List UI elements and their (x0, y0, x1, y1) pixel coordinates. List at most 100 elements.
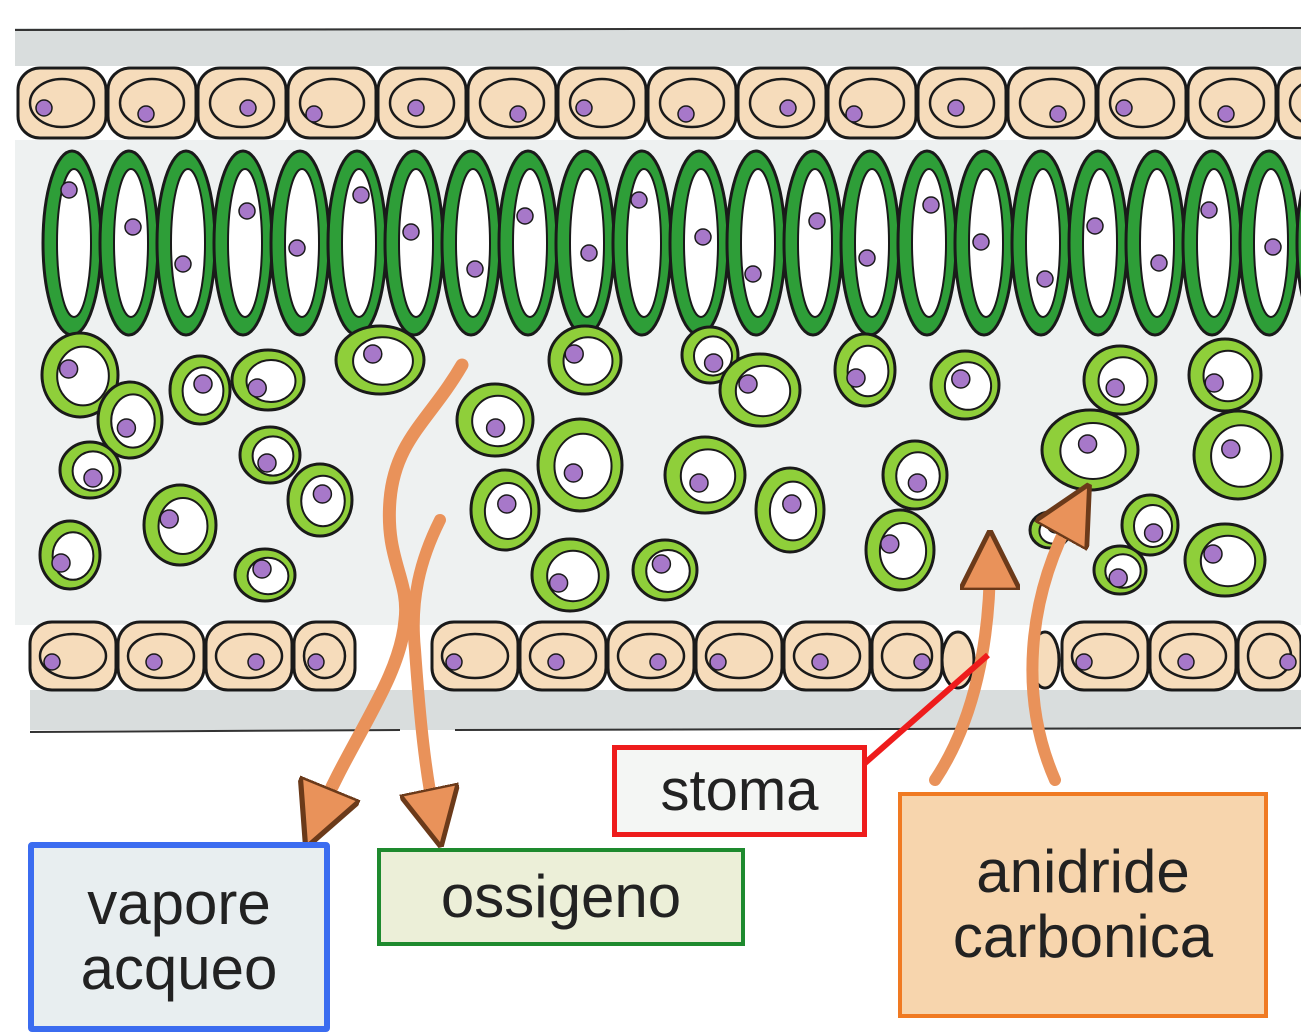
nucleus (239, 203, 255, 219)
upper-epidermis (18, 68, 1301, 138)
nucleus (125, 219, 141, 235)
nucleus (175, 256, 191, 272)
lower-epidermis-cell (206, 622, 292, 690)
nucleus (44, 654, 60, 670)
nucleus (194, 375, 212, 393)
ossigeno-label: ossigeno (377, 848, 745, 946)
nucleus (564, 464, 582, 482)
nucleus (881, 535, 899, 553)
nucleus (364, 345, 382, 363)
nucleus (948, 100, 964, 116)
nucleus (650, 654, 666, 670)
nucleus (1087, 218, 1103, 234)
nucleus (1050, 106, 1066, 122)
nucleus (313, 485, 331, 503)
nucleus (117, 419, 135, 437)
nucleus (289, 240, 305, 256)
nucleus (565, 345, 583, 363)
nucleus (52, 554, 70, 572)
nucleus (1205, 374, 1223, 392)
nucleus (1109, 569, 1127, 587)
nucleus (84, 469, 102, 487)
nucleus (1037, 271, 1053, 287)
nucleus (60, 360, 78, 378)
nucleus (61, 182, 77, 198)
nucleus (745, 266, 761, 282)
nucleus (914, 654, 930, 670)
vapore-label-line2: acqueo (81, 937, 278, 1002)
palisade-vacuole (1197, 169, 1231, 317)
nucleus (1280, 654, 1296, 670)
nucleus (446, 654, 462, 670)
spongy-vacuole (945, 362, 991, 410)
nucleus (1106, 379, 1124, 397)
nucleus (812, 654, 828, 670)
nucleus (690, 474, 708, 492)
lower-epidermis-cell (118, 622, 204, 690)
stoma-label-text: stoma (661, 760, 819, 823)
palisade-vacuole (228, 169, 262, 317)
nucleus (695, 229, 711, 245)
palisade-vacuole (855, 169, 889, 317)
lower-cuticle-edge-left (30, 730, 400, 732)
nucleus (1079, 435, 1097, 453)
palisade-vacuole (1140, 169, 1174, 317)
nucleus (353, 187, 369, 203)
lower-epidermis-cell (608, 622, 694, 690)
nucleus (548, 654, 564, 670)
palisade-vacuole (513, 169, 547, 317)
nucleus (498, 495, 516, 513)
nucleus (846, 106, 862, 122)
nucleus (487, 419, 505, 437)
nucleus (36, 100, 52, 116)
nucleus (253, 560, 271, 578)
nucleus (631, 192, 647, 208)
lower-epidermis-cell (520, 622, 606, 690)
nucleus (146, 654, 162, 670)
nucleus (1151, 255, 1167, 271)
spongy-vacuole (554, 434, 611, 498)
palisade-vacuole (570, 169, 604, 317)
nucleus (248, 379, 266, 397)
vapore-label-line1: vapore (87, 872, 270, 937)
nucleus (1116, 100, 1132, 116)
stoma-label: stoma (612, 745, 867, 837)
lower-epidermis (30, 622, 1301, 690)
nucleus (160, 510, 178, 528)
lower-epidermis-cell (696, 622, 782, 690)
lower-epidermis-cell (1150, 622, 1236, 690)
anidride-carbonica-label: anidride carbonica (898, 792, 1268, 1018)
nucleus (710, 654, 726, 670)
palisade-vacuole (114, 169, 148, 317)
nucleus (859, 250, 875, 266)
nucleus (576, 100, 592, 116)
palisade-vacuole (399, 169, 433, 317)
nucleus (1201, 202, 1217, 218)
spongy-vacuole (1211, 425, 1271, 487)
nucleus (973, 234, 989, 250)
nucleus (739, 375, 757, 393)
ossigeno-label-text: ossigeno (441, 865, 681, 930)
nucleus (517, 208, 533, 224)
lower-epidermis-cell (30, 622, 116, 690)
nucleus (783, 495, 801, 513)
palisade-vacuole (798, 169, 832, 317)
nucleus (1204, 545, 1222, 563)
nucleus (847, 369, 865, 387)
nucleus (240, 100, 256, 116)
lower-epidermis-cell (784, 622, 870, 690)
nucleus (510, 106, 526, 122)
spongy-vacuole (1099, 357, 1148, 405)
nucleus (408, 100, 424, 116)
nucleus (1265, 239, 1281, 255)
nucleus (258, 454, 276, 472)
nucleus (652, 555, 670, 573)
nucleus (467, 261, 483, 277)
nucleus (1145, 524, 1163, 542)
palisade-vacuole (1026, 169, 1060, 317)
anidride-label-line2: carbonica (953, 905, 1213, 970)
upper-cuticle (15, 28, 1301, 66)
anidride-label-line1: anidride (976, 840, 1190, 905)
nucleus (952, 370, 970, 388)
nucleus (705, 354, 723, 372)
